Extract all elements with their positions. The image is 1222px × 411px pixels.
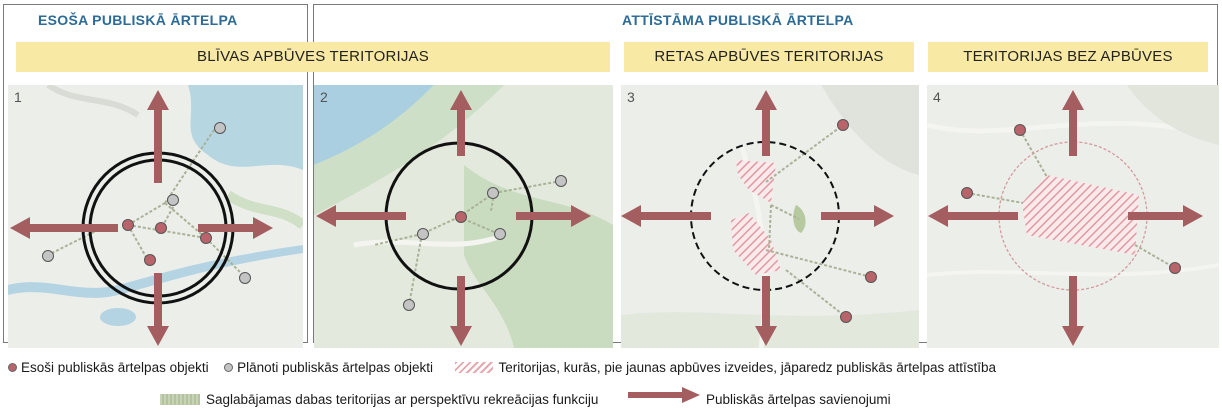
band-no-buildings: TERITORIJAS BEZ APBŪVES xyxy=(928,42,1208,72)
map-panel-1-graphic xyxy=(8,85,303,348)
legend-row-1: Esoši publiskās ārtelpas objekti Plānoti… xyxy=(8,359,996,375)
panel-number: 3 xyxy=(627,89,635,105)
developing-section-title: ATTĪSTĀMA PUBLISKĀ ĀRTELPA xyxy=(622,12,854,28)
band-dense-territories: BLĪVAS APBŪVES TERITORIJAS xyxy=(16,42,610,72)
existing-point-icon xyxy=(8,362,17,372)
band-sparse-territories: RETAS APBŪVES TERITORIJAS xyxy=(624,42,914,72)
connection-arrow-icon xyxy=(627,387,700,403)
legend-existing-label: Esoši publiskās ārtelpas objekti xyxy=(21,359,209,375)
panel-number: 2 xyxy=(320,89,328,105)
panel-number: 4 xyxy=(933,89,941,105)
legend-connections-label: Publiskās ārtelpas savienojumi xyxy=(705,391,891,407)
map-panel-2: 2 xyxy=(314,85,613,348)
legend-planned-label: Plānoti publiskās ārtelpas objekti xyxy=(237,359,434,375)
legend-row-2: Saglabājamas dabas teritorijas ar perspe… xyxy=(160,387,891,407)
map-panel-4-graphic xyxy=(927,85,1219,348)
planned-point-icon xyxy=(224,362,234,372)
map-panel-2-graphic xyxy=(314,85,613,348)
existing-section-title: ESOŠA PUBLISKĀ ĀRTELPA xyxy=(38,12,238,28)
legend-hatched-label: Teritorijas, kurās, pie jaunas apbūves i… xyxy=(498,359,997,375)
map-panel-3-graphic xyxy=(621,85,919,348)
map-panel-3: 3 xyxy=(621,85,919,348)
map-panel-4: 4 xyxy=(927,85,1219,348)
nature-area-icon xyxy=(160,393,200,405)
map-panel-1: 1 xyxy=(8,85,303,348)
panel-number: 1 xyxy=(14,89,22,105)
legend-nature-label: Saglabājamas dabas teritorijas ar perspe… xyxy=(206,391,599,407)
hatched-area-icon xyxy=(454,361,493,373)
